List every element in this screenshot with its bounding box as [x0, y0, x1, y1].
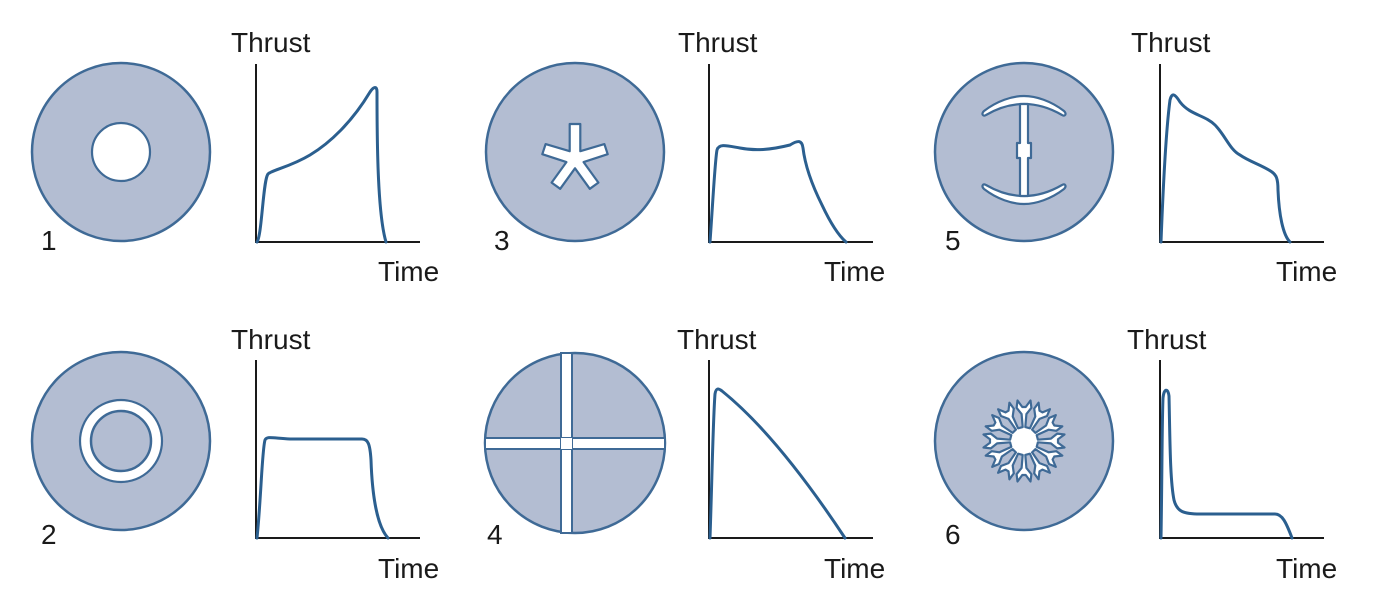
axes-1: [255, 64, 420, 243]
thrust-chart-1: Thrust Time: [231, 27, 439, 287]
anchor-slot-stem: [1015, 102, 1033, 198]
grain-3-star: [484, 61, 666, 243]
grain-5-double-anchor: [933, 61, 1115, 243]
axes-3: [708, 64, 873, 243]
thrust-chart-4: Thrust Time: [677, 324, 885, 584]
thrust-curve-2: [255, 436, 390, 540]
grain-1-circular-perforation: [30, 61, 212, 243]
y-axis-label-5: Thrust: [1131, 27, 1211, 58]
x-axis-label-1: Time: [378, 256, 439, 287]
thrust-chart-2: Thrust Time: [231, 324, 439, 584]
panel-number-5: 5: [945, 225, 961, 256]
dendrite-perforation: [982, 399, 1066, 483]
thrust-curve-4: [708, 387, 847, 540]
y-axis-label-2: Thrust: [231, 324, 311, 355]
thrust-curve-1: [255, 86, 388, 244]
y-axis-label-3: Thrust: [678, 27, 758, 58]
x-axis-label-4: Time: [824, 553, 885, 584]
panel-number-1: 1: [41, 225, 57, 256]
x-axis-label-3: Time: [824, 256, 885, 287]
panel-number-3: 3: [494, 225, 510, 256]
anchor-slot-bottom: [981, 183, 1067, 206]
panel-5: 5 Thrust Time: [933, 27, 1337, 287]
thrust-curve-6: [1159, 388, 1294, 540]
panel-number-6: 6: [945, 519, 961, 550]
thrust-curve-3: [708, 140, 848, 244]
panel-number-2: 2: [41, 519, 57, 550]
thrust-chart-6: Thrust Time: [1127, 324, 1337, 584]
y-axis-label-6: Thrust: [1127, 324, 1207, 355]
x-axis-label-2: Time: [378, 553, 439, 584]
panel-number-4: 4: [487, 519, 503, 550]
grain-6-dendrite: [933, 350, 1115, 532]
thrust-chart-3: Thrust Time: [678, 27, 885, 287]
thrust-curve-5: [1159, 93, 1292, 244]
grain-2-rod-and-tube: [30, 350, 212, 532]
dendrite-outline: [982, 399, 1066, 483]
anchor-slot-top: [981, 94, 1067, 117]
thrust-chart-5: Thrust Time: [1131, 27, 1337, 287]
panel-3: 3 Thrust Time: [484, 27, 885, 287]
y-axis-label-4: Thrust: [677, 324, 757, 355]
panel-1: 1 Thrust Time: [30, 27, 439, 287]
panel-4: 4 Thrust Time: [483, 324, 885, 584]
axes-2: [255, 360, 420, 539]
x-axis-label-6: Time: [1276, 553, 1337, 584]
panel-6: 6 Thrust Time: [933, 324, 1337, 584]
grain-4-cruciform: [483, 351, 667, 535]
panel-2: 2 Thrust Time: [30, 324, 439, 584]
x-axis-label-5: Time: [1276, 256, 1337, 287]
axes-5: [1159, 64, 1324, 243]
axes-4: [708, 360, 873, 539]
y-axis-label-1: Thrust: [231, 27, 311, 58]
